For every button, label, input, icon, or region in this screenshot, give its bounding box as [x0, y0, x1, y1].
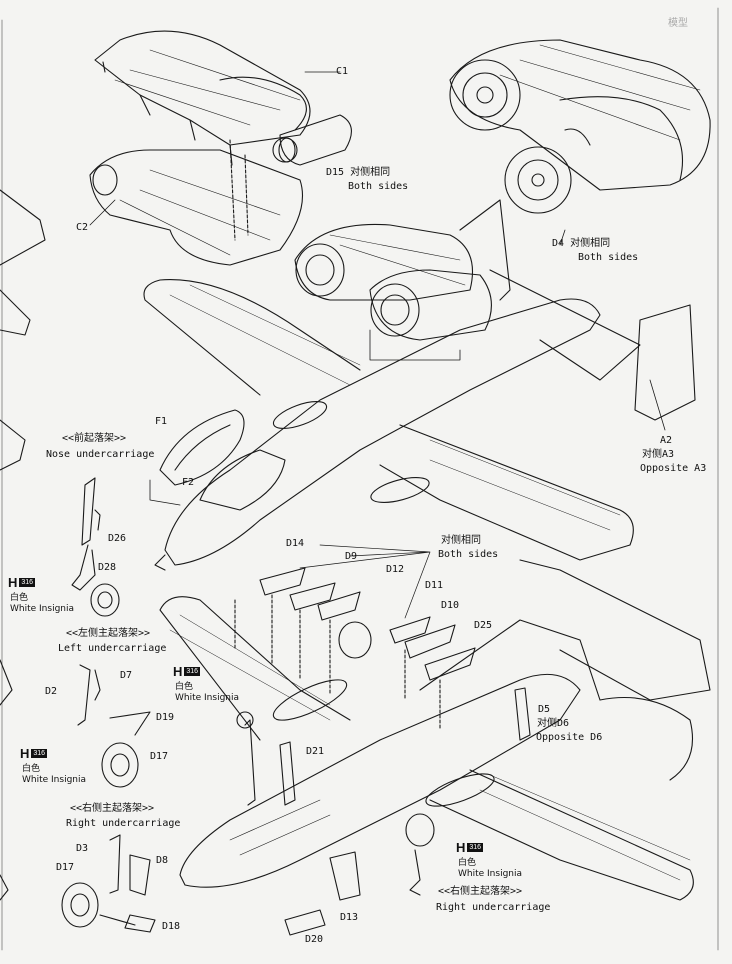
label-d7: D7 — [120, 670, 133, 681]
label-d19: D19 — [156, 712, 175, 723]
leader-canopy — [149, 479, 181, 506]
paint-number: 316 — [467, 843, 484, 852]
right-undercarriage2-en: Right undercarriage — [436, 902, 551, 913]
label-d3: D3 — [76, 843, 89, 854]
label-d20: D20 — [305, 934, 324, 945]
right-undercarriage2-cn: <<右侧主起落架>> — [438, 886, 523, 897]
pylons-both-cn: 对侧相同 — [441, 535, 481, 546]
label-d18: D18 — [162, 921, 181, 932]
label-d9: D9 — [345, 551, 358, 562]
left-fragment-pod — [0, 289, 31, 336]
aircraft-upper-assembly — [143, 199, 696, 571]
left-fragment-3 — [0, 419, 26, 471]
nacelle-c1-top — [94, 30, 311, 166]
paint-code: H — [20, 746, 30, 761]
label-a2: A2 — [660, 435, 673, 446]
page-edge — [1, 7, 719, 951]
label-d17-right: D17 — [56, 862, 75, 873]
label-d21: D21 — [306, 746, 325, 757]
paint-en-right: White Insignia — [458, 869, 523, 879]
paint-en-nose: White Insignia — [10, 604, 75, 614]
label-c2: C2 — [76, 222, 89, 233]
leader-c2 — [89, 199, 116, 226]
label-d5-en: Opposite D6 — [536, 732, 603, 743]
label-f1: F1 — [155, 416, 168, 427]
paint-cn-nose: 白色 — [10, 593, 29, 603]
label-d2: D2 — [45, 686, 58, 697]
label-c1: C1 — [336, 66, 349, 77]
right-undercarriage-cn: <<右侧主起落架>> — [70, 803, 155, 814]
d15-id: D15 — [326, 167, 345, 178]
label-a2-en: Opposite A3 — [640, 463, 707, 474]
paint-en-left: White Insignia — [22, 775, 87, 785]
label-d8: D8 — [156, 855, 169, 866]
paint-cn-left: 白色 — [22, 764, 41, 774]
d4-id: D4 — [552, 238, 565, 249]
paint-number: 316 — [19, 578, 36, 587]
label-d14: D14 — [286, 538, 305, 549]
label-d12: D12 — [386, 564, 405, 575]
nose-gear-parts — [71, 477, 120, 617]
label-d26: D26 — [108, 533, 127, 544]
main-gear-parts — [61, 621, 531, 936]
label-d25: D25 — [474, 620, 493, 631]
label-a2-cn: 对侧A3 — [642, 449, 675, 460]
paint-en-gear: White Insignia — [175, 693, 240, 703]
right-undercarriage-en: Right undercarriage — [66, 818, 181, 829]
label-d15: D15 对侧相同 — [326, 167, 390, 179]
paint-code: H — [8, 575, 18, 590]
label-d4-en: Both sides — [578, 252, 639, 263]
label-f2: F2 — [182, 477, 195, 488]
leader-d4 — [559, 229, 566, 246]
nacelle-insert-d15 — [278, 114, 352, 166]
label-d5: D5 — [538, 704, 551, 715]
nose-undercarriage-en: Nose undercarriage — [46, 449, 155, 460]
label-d4: D4 对侧相同 — [552, 238, 610, 250]
left-undercarriage-cn: <<左侧主起落架>> — [66, 628, 151, 639]
label-d15-en: Both sides — [348, 181, 409, 192]
paint-number: 316 — [31, 749, 48, 758]
aircraft-lower-assembly — [159, 559, 711, 901]
nacelle-c2-bottom — [89, 137, 304, 266]
paint-code: H — [173, 664, 183, 679]
left-fragment-wing — [0, 189, 46, 266]
engines-on-aircraft — [294, 223, 492, 361]
pylon-parts — [234, 544, 476, 731]
left-fragment-4 — [0, 659, 13, 706]
d15-cn: 对侧相同 — [350, 167, 391, 178]
label-d11: D11 — [425, 580, 444, 591]
pylons-both-en: Both sides — [438, 549, 499, 560]
d4-cn: 对侧相同 — [570, 238, 611, 249]
left-undercarriage-en: Left undercarriage — [58, 643, 167, 654]
left-fragment-5 — [0, 874, 9, 901]
paint-cn-gear: 白色 — [175, 682, 194, 692]
label-d28: D28 — [98, 562, 117, 573]
corner-mark: 模型 — [668, 18, 688, 29]
paint-number: 316 — [184, 667, 201, 676]
paint-cn-right: 白色 — [458, 858, 477, 868]
label-d5-cn: 对侧D6 — [537, 718, 570, 729]
label-d13: D13 — [340, 912, 359, 923]
label-d17-left: D17 — [150, 751, 169, 762]
nose-undercarriage-cn: <<前起落架>> — [62, 433, 127, 444]
engine-pair-assembled — [449, 39, 711, 214]
canopy-f1 — [159, 409, 245, 486]
label-d10: D10 — [441, 600, 460, 611]
paint-code: H — [456, 840, 466, 855]
